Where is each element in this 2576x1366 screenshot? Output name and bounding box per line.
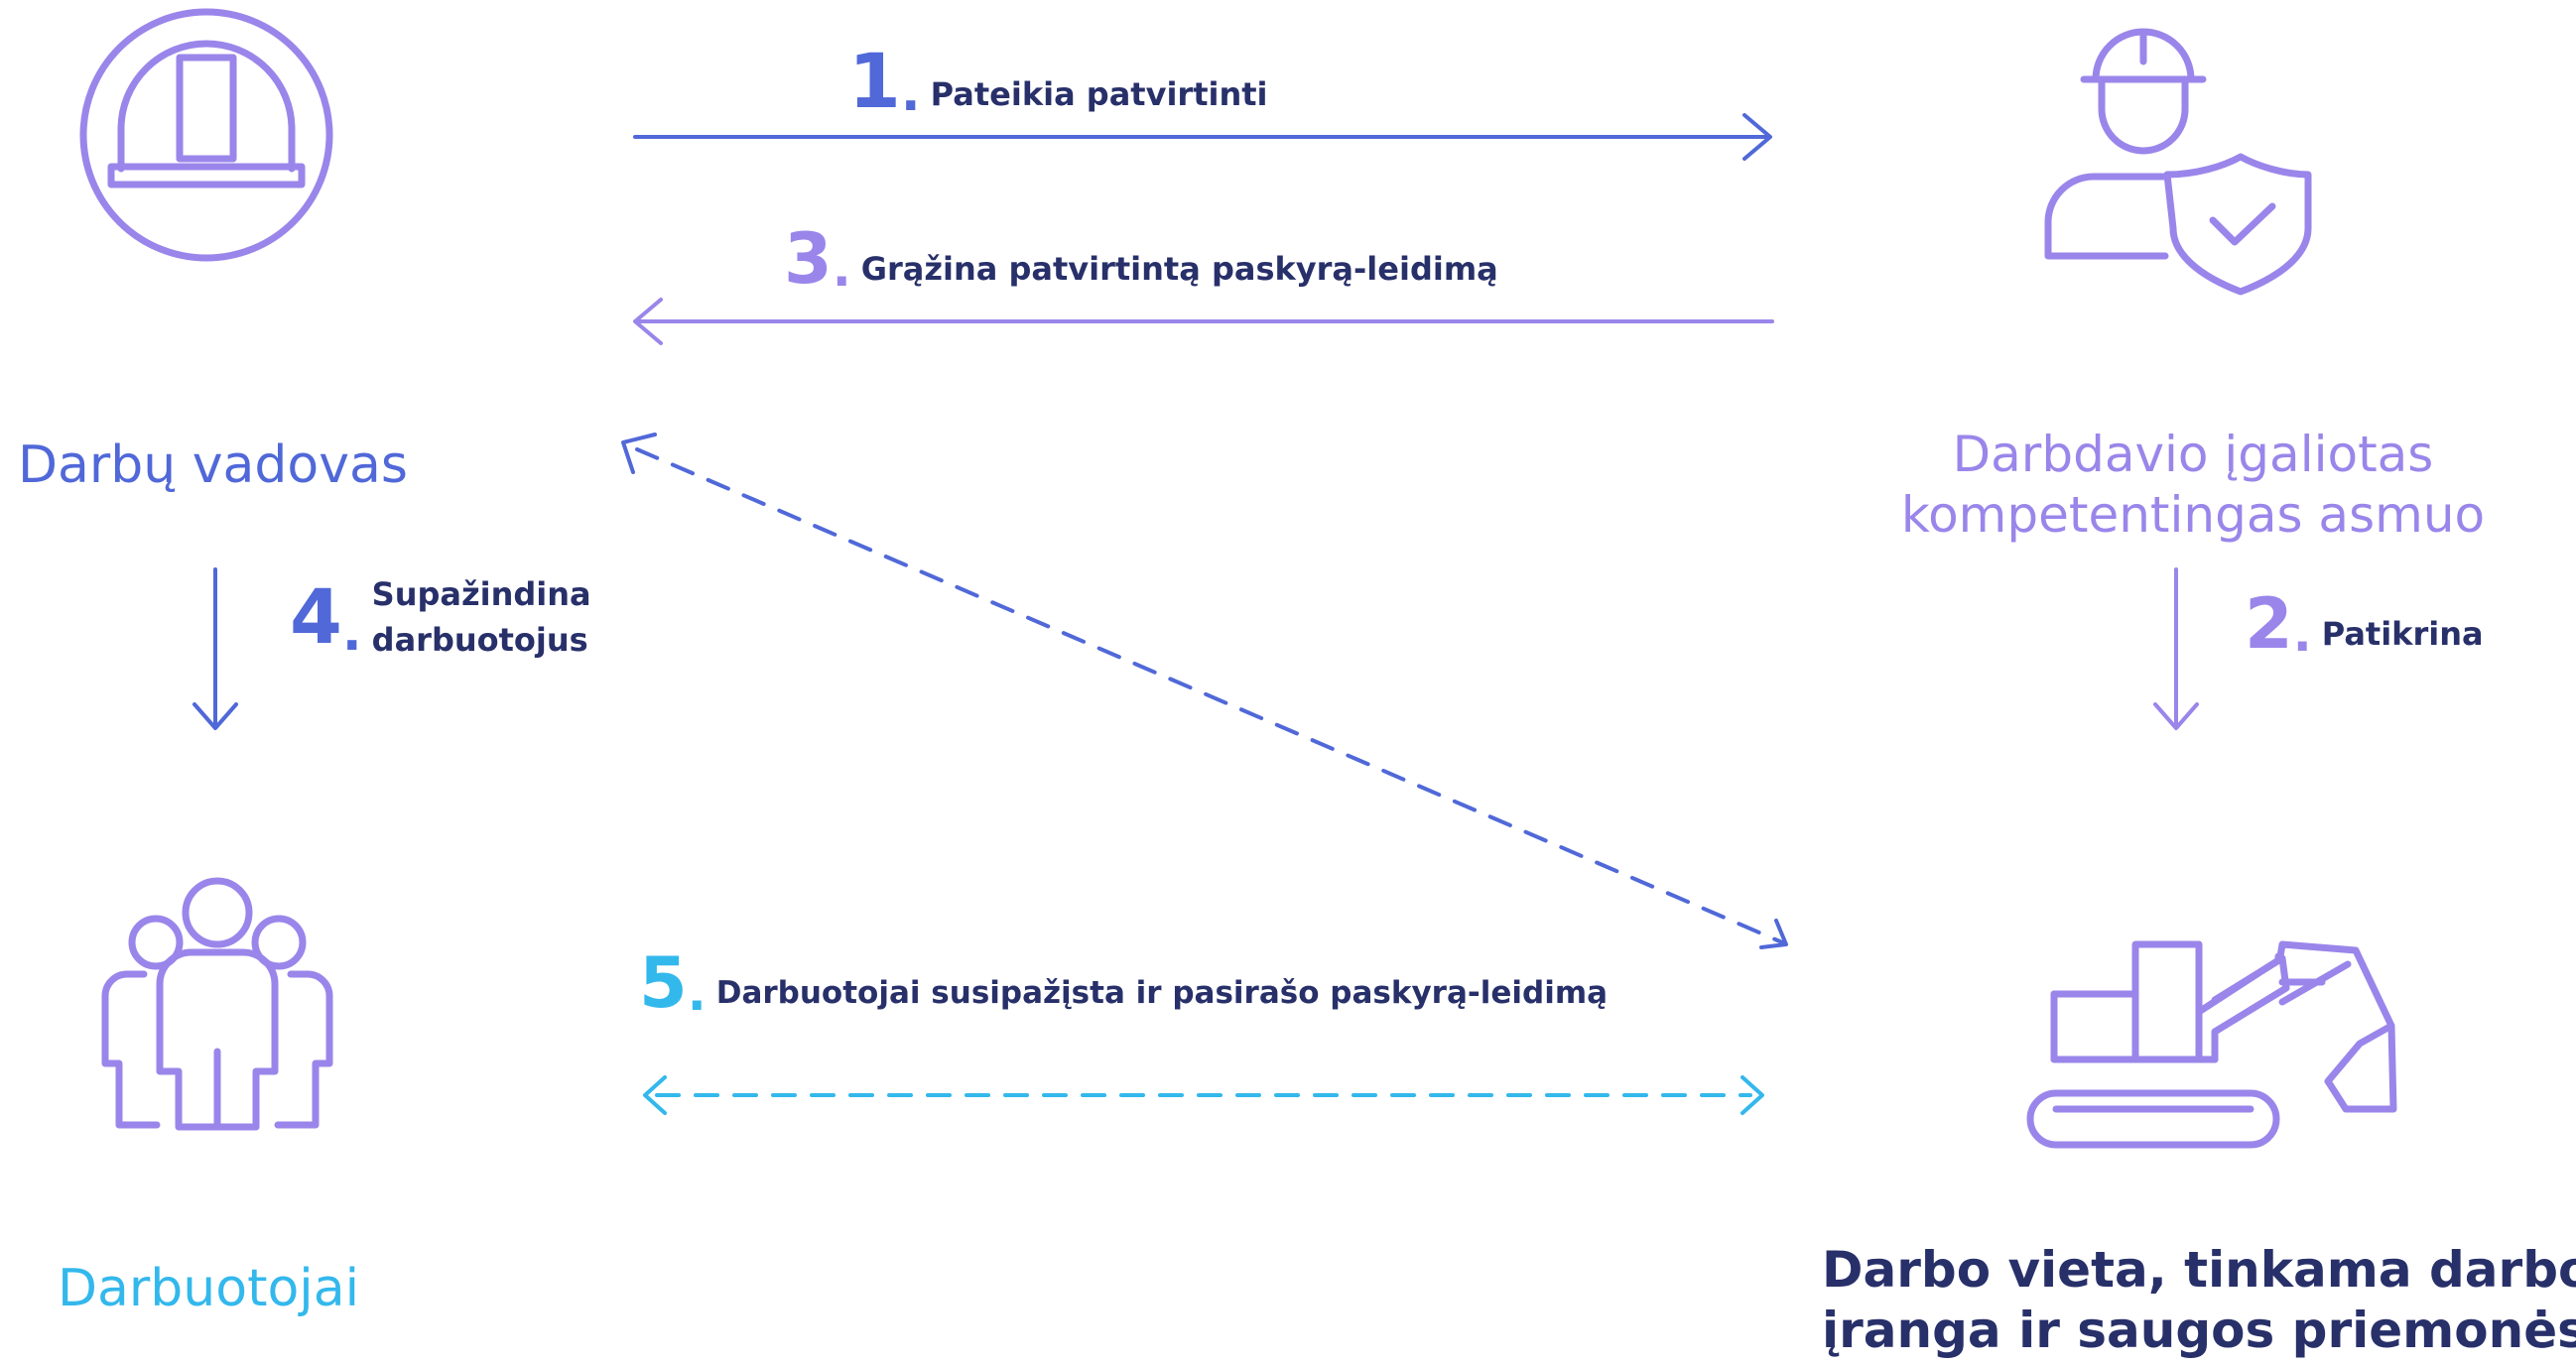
step-4-number: 4 (290, 572, 342, 661)
workplace-line-1: Darbo vieta, tinkama darbo (1822, 1241, 2576, 1299)
workplace-line-2: įranga ir saugos priemonės (1822, 1302, 2576, 1359)
arrow-step-1 (633, 113, 1772, 161)
node-label-manager: Darbų vadovas (18, 435, 408, 495)
authorized-person-line-1: Darbdavio įgaliotas (1952, 426, 2434, 483)
step-2-number: 2 (2245, 583, 2293, 665)
step-4-label: 4 . Supažindina darbuotojus (290, 571, 591, 664)
step-3-number: 3 (784, 218, 833, 300)
step-1-label: 1 . Pateikia patvirtinti (848, 37, 1268, 125)
arrow-step-3 (633, 298, 1774, 345)
arrow-step-2 (2153, 567, 2199, 730)
step-5-text: Darbuotojai susipažįsta ir pasirašo pask… (715, 974, 1609, 1011)
step-2-label: 2 . Patikrina (2245, 589, 2484, 659)
step-5-number: 5 (639, 942, 688, 1024)
step-2-text: Patikrina (2321, 614, 2484, 653)
node-label-authorized-person: Darbdavio įgaliotas kompetentingas asmuo (1856, 425, 2530, 546)
arrow-step-4 (193, 567, 238, 730)
step-5-label: 5 . Darbuotojai susipažįsta ir pasirašo … (639, 948, 1608, 1018)
step-1-number: 1 (848, 37, 901, 125)
step-4-dot: . (341, 603, 362, 663)
step-3-text: Grąžina patvirtintą paskyrą-leidimą (860, 249, 1498, 288)
step-3-label: 3 . Grąžina patvirtintą paskyrą-leidimą (784, 224, 1498, 294)
authorized-person-line-2: kompetentingas asmuo (1900, 486, 2486, 544)
step-1-text: Pateikia patvirtinti (930, 74, 1268, 113)
step-3-dot: . (832, 240, 851, 298)
node-label-workplace: Darbo vieta, tinkama darbo įranga ir sau… (1822, 1240, 2576, 1361)
step-2-dot: . (2292, 605, 2312, 663)
step-4-text-line-1: Supažindina (371, 575, 591, 613)
node-label-workers: Darbuotojai (58, 1259, 360, 1318)
step-1-dot: . (900, 63, 921, 123)
step-4-text-line-2: darbuotojus (371, 621, 588, 660)
step-4-text: Supažindina darbuotojus (372, 571, 591, 664)
arrow-manager-workplace-dashed (621, 433, 1788, 949)
arrow-step-5-dashed (643, 1075, 1764, 1115)
step-5-dot: . (687, 964, 707, 1022)
